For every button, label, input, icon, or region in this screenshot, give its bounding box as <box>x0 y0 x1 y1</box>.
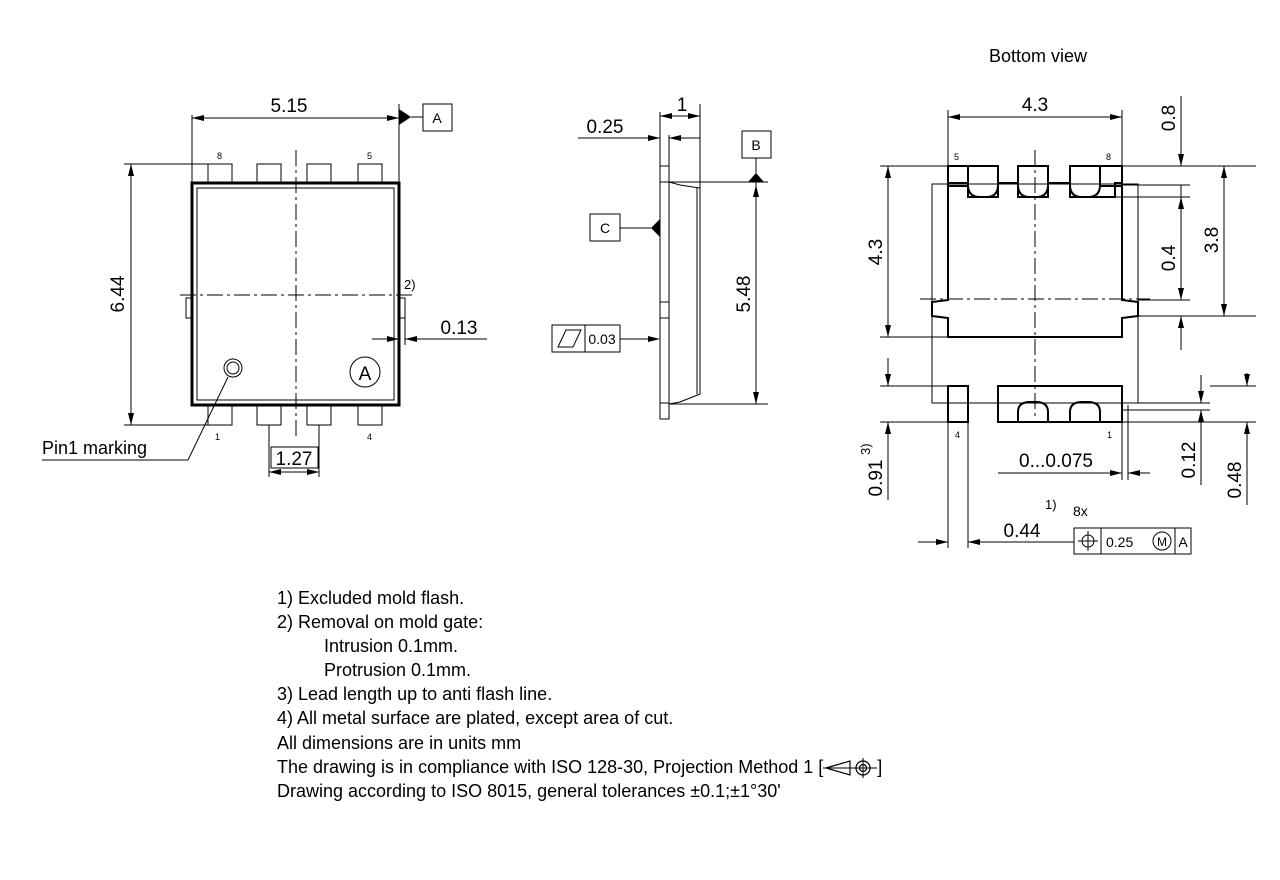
bv-lead-top <box>1017 165 1049 198</box>
pin-number: 1 <box>1107 430 1112 440</box>
side-view: 1 0.25 B 5.48 C 0.03 <box>551 95 772 420</box>
dim-top-width: 5.15 <box>271 96 308 117</box>
datum-a-circle <box>349 356 381 388</box>
dim-bv-pad-height: 4.3 <box>866 239 887 265</box>
pin-number: 5 <box>367 151 372 161</box>
dim-bv-pad-width: 4.3 <box>1022 95 1048 116</box>
dim-bv-lead-top: 0.8 <box>1159 105 1180 131</box>
dim-bv-lead-width: 0.44 <box>1004 521 1041 542</box>
pin-number: 1 <box>215 432 220 442</box>
note-item-projection: The drawing is in compliance with ISO 12… <box>277 756 883 778</box>
bv-lead-note-ref: 3) <box>858 443 873 455</box>
top-lead-7 <box>256 163 282 185</box>
datum-a-box <box>422 103 453 132</box>
note-item: Protrusion 0.1mm. <box>324 660 472 681</box>
dim-side-thickness: 1 <box>677 95 688 116</box>
dim-pitch: 1.27 <box>276 449 313 470</box>
pitch-box <box>270 446 319 469</box>
dim-bv-lead-total: 0.48 <box>1225 462 1246 499</box>
datum-b-label: B <box>751 137 760 153</box>
side-body-outline <box>668 181 701 405</box>
position-tolerance-value: 0.25 <box>1106 534 1133 550</box>
position-tolerance-modifier: M <box>1157 535 1167 549</box>
note-item: Drawing according to ISO 8015, general t… <box>277 780 781 801</box>
bv-lead-top <box>967 165 999 198</box>
bv-lead-bottom-bar <box>997 385 1123 423</box>
datum-c-label: C <box>600 220 610 236</box>
datum-a-circle-label: A <box>359 364 372 385</box>
top-lead-5 <box>357 163 383 185</box>
note-item: 4) All metal surface are plated, except … <box>277 708 674 729</box>
pin-number: 4 <box>955 430 960 440</box>
dim-side-standoff: 0.25 <box>587 117 624 138</box>
top-view: A 8 5 1 4 5.15 A 6.44 2) 0.13 <box>42 96 487 477</box>
bv-lead-top <box>1069 165 1101 198</box>
pin-number: 4 <box>367 432 372 442</box>
pin-number: 8 <box>1106 152 1111 162</box>
dim-bv-inner-height: 3.8 <box>1202 227 1223 253</box>
bv-lead-bottom-4 <box>947 385 969 423</box>
pin1-marking-label: Pin1 marking <box>42 438 147 458</box>
pin-number: 5 <box>954 152 959 162</box>
top-lead-6 <box>306 163 332 185</box>
pin1-dot <box>223 358 243 378</box>
top-lead-2 <box>256 404 282 426</box>
bottom-view-title: Bottom view <box>989 46 1088 66</box>
top-lead-3 <box>306 404 332 426</box>
note-item: 1) Excluded mold flash. <box>277 588 465 608</box>
projection-method-icon <box>823 757 878 778</box>
mmc-icon <box>1152 531 1172 551</box>
bv-lead-width-note-ref: 1) <box>1045 497 1057 512</box>
top-lead-8 <box>207 163 233 185</box>
dim-bv-gap: 0.4 <box>1159 244 1180 271</box>
datum-a-label: A <box>432 110 442 126</box>
top-lead-4 <box>357 404 383 426</box>
note-item: 2) Removal on mold gate: <box>277 612 484 633</box>
dim-side-length: 5.48 <box>734 276 755 313</box>
dim-gate: 0.13 <box>441 318 478 339</box>
note-item: Intrusion 0.1mm. <box>324 636 459 657</box>
flatness-icon <box>557 329 582 348</box>
note-item: All dimensions are in units mm <box>277 732 522 753</box>
position-tolerance-count: 8x <box>1073 503 1088 519</box>
position-tolerance-datum: A <box>1178 534 1188 550</box>
bottom-view: Bottom view 5 8 4 1 4.3 <box>858 46 1256 555</box>
top-lead-1 <box>207 404 233 426</box>
flatness-value: 0.03 <box>588 331 615 347</box>
position-icon <box>1078 531 1098 551</box>
note-item: 3) Lead length up to anti flash line. <box>277 684 553 705</box>
dim-top-height: 6.44 <box>108 275 129 312</box>
dim-bv-lead-bottom: 0.91 <box>866 460 887 497</box>
pin-number: 8 <box>217 151 222 161</box>
dim-bv-small: 0.12 <box>1179 442 1200 479</box>
gate-note-ref: 2) <box>404 277 416 292</box>
notes-list: 1) Excluded mold flash. 2) Removal on mo… <box>277 586 882 803</box>
dim-bv-offset: 0...0.075 <box>1019 451 1093 472</box>
